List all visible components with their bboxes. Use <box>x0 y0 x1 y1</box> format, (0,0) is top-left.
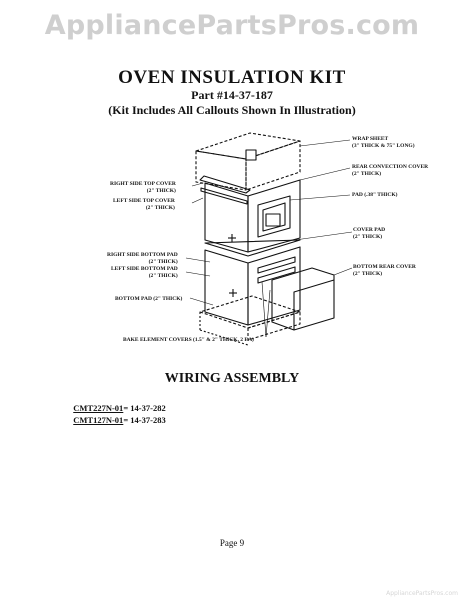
part-number-value: = 14-37-283 <box>123 415 166 425</box>
callout-left-side-top-cover: LEFT SIDE TOP COVER (2" THICK) <box>113 198 175 211</box>
bottom-rear-cover-shape <box>271 267 335 331</box>
page-title: OVEN INSULATION KIT <box>118 67 346 88</box>
callout-right-side-top-cover: RIGHT SIDE TOP COVER (2" THICK) <box>110 181 176 194</box>
callout-bottom-pad: BOTTOM PAD (2" THICK) <box>115 296 183 302</box>
wiring-row: CMT127N-01= 14-37-283 <box>69 405 166 425</box>
callout-rear-convection-cover: REAR CONVECTION COVER (2" THICK) <box>352 164 429 177</box>
callout-right-side-bottom-pad: RIGHT SIDE BOTTOM PAD (2" THICK) <box>107 252 178 265</box>
callout-wrap-sheet: WRAP SHEET (3" THICK & 75" LONG) <box>352 136 415 149</box>
wiring-row: CMT227N-01= 14-37-282 <box>69 393 166 413</box>
callout-left-side-bottom-pad: LEFT SIDE BOTTOM PAD (2" THICK) <box>111 266 178 279</box>
callout-pad: PAD (.38" THICK) <box>352 192 398 198</box>
upper-right-side <box>247 179 301 253</box>
lower-front-panel <box>204 249 249 326</box>
part-number: Part #14-37-187 <box>191 88 273 102</box>
model-number: CMT227N-01 <box>73 403 124 413</box>
part-number-value: = 14-37-282 <box>123 403 166 413</box>
kit-note: (Kit Includes All Callouts Shown In Illu… <box>108 103 356 117</box>
model-number: CMT127N-01 <box>73 415 124 425</box>
callout-bottom-rear-cover: BOTTOM REAR COVER (2" THICK) <box>353 264 416 277</box>
site-watermark: AppliancePartsPros.com <box>44 10 420 41</box>
wiring-assembly-heading: WIRING ASSEMBLY <box>164 371 300 386</box>
lower-right-side <box>247 246 301 326</box>
footer-watermark: AppliancePartsPros.com <box>386 590 458 597</box>
callout-cover-pad: COVER PAD (2" THICK) <box>353 227 386 240</box>
page-number: Page 9 <box>219 538 245 548</box>
wrap-sheet-shape <box>195 132 301 191</box>
callout-bake-element-covers: BAKE ELEMENT COVERS (1.5" & 2" THICK, 2 … <box>123 337 254 343</box>
